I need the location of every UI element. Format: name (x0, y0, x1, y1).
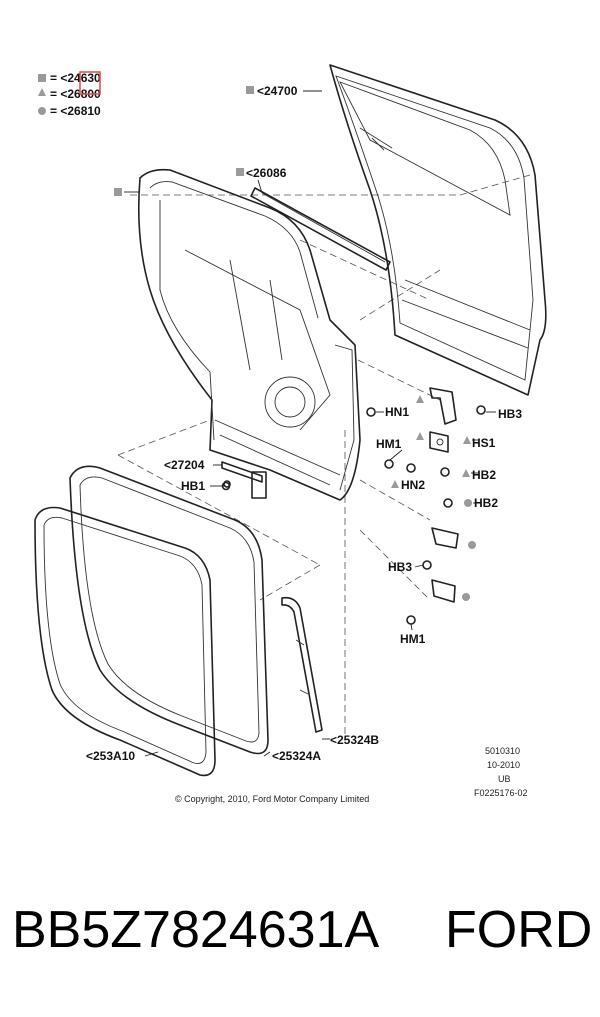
label-hn2: HN2 (401, 478, 425, 492)
legend-triangle-icon (38, 88, 46, 96)
weatherstrip-outer (69, 465, 269, 755)
reference-symbols (114, 86, 476, 601)
outer-door-panel (329, 64, 547, 396)
weatherstrip-strip (281, 596, 323, 733)
label-hb2-upper: HB2 (472, 468, 496, 482)
weatherstrip-inner (34, 506, 216, 777)
label-hs1: HS1 (472, 436, 496, 450)
label-hb1: HB1 (181, 479, 205, 493)
legend-circle-icon (38, 107, 46, 115)
copyright-notice: © Copyright, 2010, Ford Motor Company Li… (175, 794, 369, 804)
legend-circle-text: = <26810 (50, 104, 101, 118)
revision-line-2: 10-2010 (487, 760, 520, 770)
legend-triangle-text: = <26800 (50, 87, 101, 101)
part-labels: <24700 <26086 <27204 HB1 HN1 HB3 HM1 HS1… (86, 84, 522, 763)
check-arm (221, 461, 267, 499)
highlight-box (79, 71, 101, 95)
inner-door-frame (137, 168, 361, 501)
revision-line-3: UB (498, 774, 511, 784)
label-weatherstrip-outer: <25324A (272, 749, 321, 763)
brand-name: FORD (445, 901, 593, 959)
revision-line-1: 5010310 (485, 746, 520, 756)
assembly-dash-lines (117, 174, 531, 735)
label-hm1-upper: HM1 (376, 437, 402, 451)
lower-hinge (431, 527, 459, 603)
legend-square-text: = <24630 (50, 71, 101, 85)
leader-lines (124, 90, 496, 757)
label-check-arm: <27204 (164, 458, 205, 472)
label-hb2-lower: HB2 (474, 496, 498, 510)
revision-line-4: F0225176-02 (474, 788, 528, 798)
part-number: BB5Z7824631A (12, 901, 380, 959)
label-hb3-lower: HB3 (388, 560, 412, 574)
label-outer-panel: <24700 (257, 84, 298, 98)
label-hn1: HN1 (385, 405, 409, 419)
part-number-bar: BB5Z7824631A FORD (0, 900, 600, 980)
legend: = <24630 = <26800 = <26810 (38, 71, 101, 118)
label-hb3-upper: HB3 (498, 407, 522, 421)
label-weatherstrip-strip: <25324B (330, 733, 379, 747)
label-weatherstrip-inner: <253A10 (86, 749, 135, 763)
legend-square-icon (38, 74, 46, 82)
belt-moulding (250, 187, 391, 271)
upper-hinge (429, 387, 457, 453)
door-exploded-diagram: = <24630 = <26800 = <26810 (34, 64, 547, 804)
label-belt-moulding: <26086 (246, 166, 287, 180)
revision-block: 5010310 10-2010 UB F0225176-02 (474, 746, 528, 798)
label-hm1-lower: HM1 (400, 632, 426, 646)
